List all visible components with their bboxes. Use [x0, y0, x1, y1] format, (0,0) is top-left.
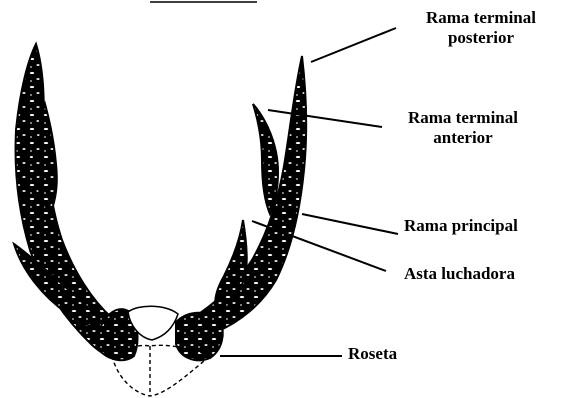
- leader-rama-principal: [302, 214, 398, 234]
- left-antler: [14, 44, 137, 360]
- leader-rama-terminal-anterior: [268, 110, 382, 127]
- leader-rama-terminal-posterior: [311, 28, 396, 62]
- label-rama-terminal-anterior: Rama terminal anterior: [380, 108, 546, 148]
- label-roseta: Roseta: [348, 344, 397, 364]
- right-burr: [176, 313, 223, 361]
- right-antler: [176, 56, 306, 360]
- right-main-beam: [181, 56, 306, 350]
- label-rama-terminal-posterior: Rama terminal posterior: [401, 8, 561, 48]
- right-anterior-tine: [253, 104, 278, 214]
- label-rama-principal: Rama principal: [404, 216, 518, 236]
- label-asta-luchadora: Asta luchadora: [404, 264, 515, 284]
